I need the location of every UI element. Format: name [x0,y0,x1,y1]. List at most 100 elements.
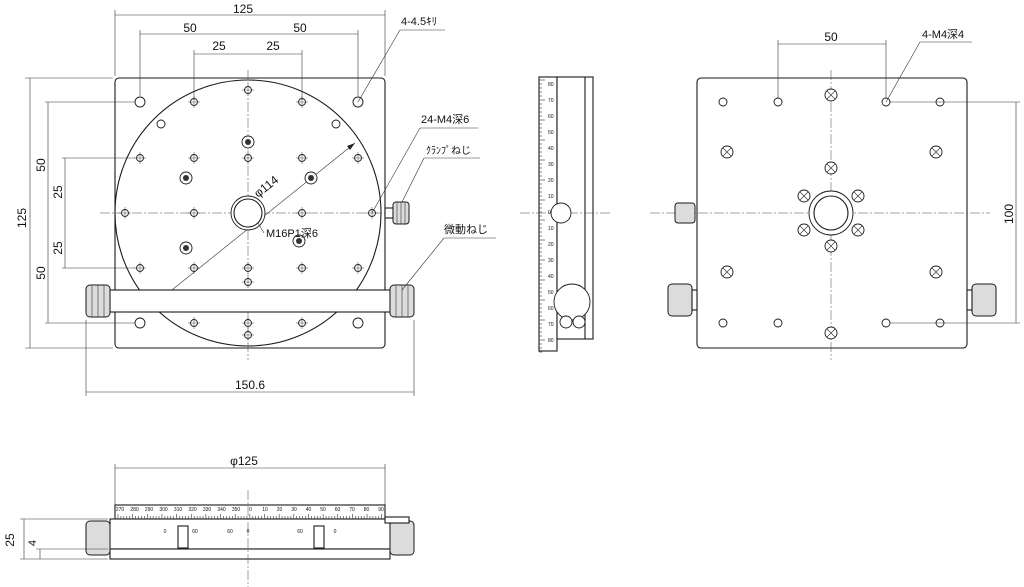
front-scale-label: 290 [145,507,154,513]
side-scale-label: 70 [548,322,554,328]
dim-half-label: 25 [212,39,226,53]
knob-shaft [691,289,698,311]
dim-v50-label: 50 [34,158,48,172]
center-bore [230,195,266,231]
side-scale-label: 40 [548,274,554,280]
clamp-screw-end [550,202,572,224]
side-scale-label: 60 [548,114,554,120]
cap-screws [156,119,341,305]
front-scale-ticks [117,514,383,519]
corner-hole [134,96,146,108]
small-screw [559,315,573,329]
front-knob-left [85,520,111,556]
side-scale-label: 10 [548,226,554,232]
front-base [109,548,391,560]
screw-slot [931,147,941,157]
side-scale-label: 40 [548,146,554,152]
center-bore-inner [233,198,263,228]
front-scale-label: 310 [174,507,183,513]
front-diameter-label: φ125 [230,454,258,468]
leader-line [401,157,425,203]
cap-screw [331,119,341,129]
front-body [109,518,391,550]
front-scale-label: 300 [159,507,168,513]
side-scale-label: 30 [548,258,554,264]
fine-adjust-screw [85,284,415,318]
screw-slot [826,241,836,251]
screw-slot [826,328,836,338]
front-height-label: 25 [3,533,17,547]
tapped-holes [119,84,378,341]
fine-adjust-end [553,283,591,321]
front-scale-label: 40 [306,507,312,513]
screw-slot [931,267,941,277]
front-clamp [384,516,410,524]
dim-width-label: 125 [233,2,253,16]
pitch-label: 50 [824,30,838,44]
front-knob-right [389,520,415,556]
cap-screw [156,119,166,129]
bottom-hole [773,97,783,107]
dim-overall-width-label: 150.6 [235,378,265,392]
front-scale-label: 320 [188,507,197,513]
side-scale-ticks [539,79,545,353]
cap-screw-head [308,175,314,181]
front-scale-label: 350 [232,507,241,513]
cap-screw-head [183,175,189,181]
clamp-screw [384,201,410,225]
front-scale-label: 10 [262,507,268,513]
screw-slot [722,147,732,157]
front-scale-label: 270 [116,507,125,513]
side-scale-label: 50 [548,290,554,296]
side-scale-label: 20 [548,178,554,184]
leader-line [401,237,445,291]
fine-adjust-housing [109,289,391,313]
bottom-view: 50 4-M4深4 100 [650,28,1020,360]
height-label: 100 [1002,204,1016,224]
vernier-label: 60 [227,529,233,535]
screw-slot [826,90,836,100]
vernier-label: 0 [247,529,250,535]
screw-slot [826,163,836,173]
cap-screw-head [183,245,189,251]
screw-slot [853,191,863,201]
side-scale-label: 80 [548,338,554,344]
bottom-screws [720,88,943,340]
left-dimensions: 125 50 50 25 25 [15,77,135,349]
front-scale-label: 20 [277,507,283,513]
clamp-label: ｸﾗﾝﾌﾟねじ [426,145,471,157]
leader-line [885,41,921,103]
top-view: 125 50 50 25 25 125 50 50 2 [15,2,496,396]
screw-slot [799,191,809,201]
bottom-hole [773,318,783,328]
bottom-hole [718,97,728,107]
side-scale-label: 10 [548,194,554,200]
front-scale-label: 50 [320,507,326,513]
front-scale-label: 60 [335,507,341,513]
side-scale-label: 0 [548,210,551,216]
holes-label: 4-M4深4 [922,28,964,41]
front-scale-label: 80 [364,507,370,513]
fine-adjust-knob-right [971,283,997,317]
side-scale-label: 60 [548,306,554,312]
dim-half-label: 25 [266,39,280,53]
leader-line [257,222,265,234]
bottom-hole [881,318,891,328]
fine-adjust-knob-left [667,283,693,317]
bottom-center-bore-inner [813,195,849,231]
front-scale-label: 70 [349,507,355,513]
screw-slot [722,267,732,277]
front-scale-label: 330 [203,507,212,513]
bottom-hole [718,318,728,328]
front-scale-label: 0 [249,507,252,513]
fine-adjust-label: 微動ねじ [444,222,488,236]
vernier-label: 0 [164,529,167,535]
center-thread-label: M16P1深6 [266,227,318,240]
vernier-block [177,525,189,549]
vernier-label: 60 [297,529,303,535]
bottom-center-bore [808,190,854,236]
